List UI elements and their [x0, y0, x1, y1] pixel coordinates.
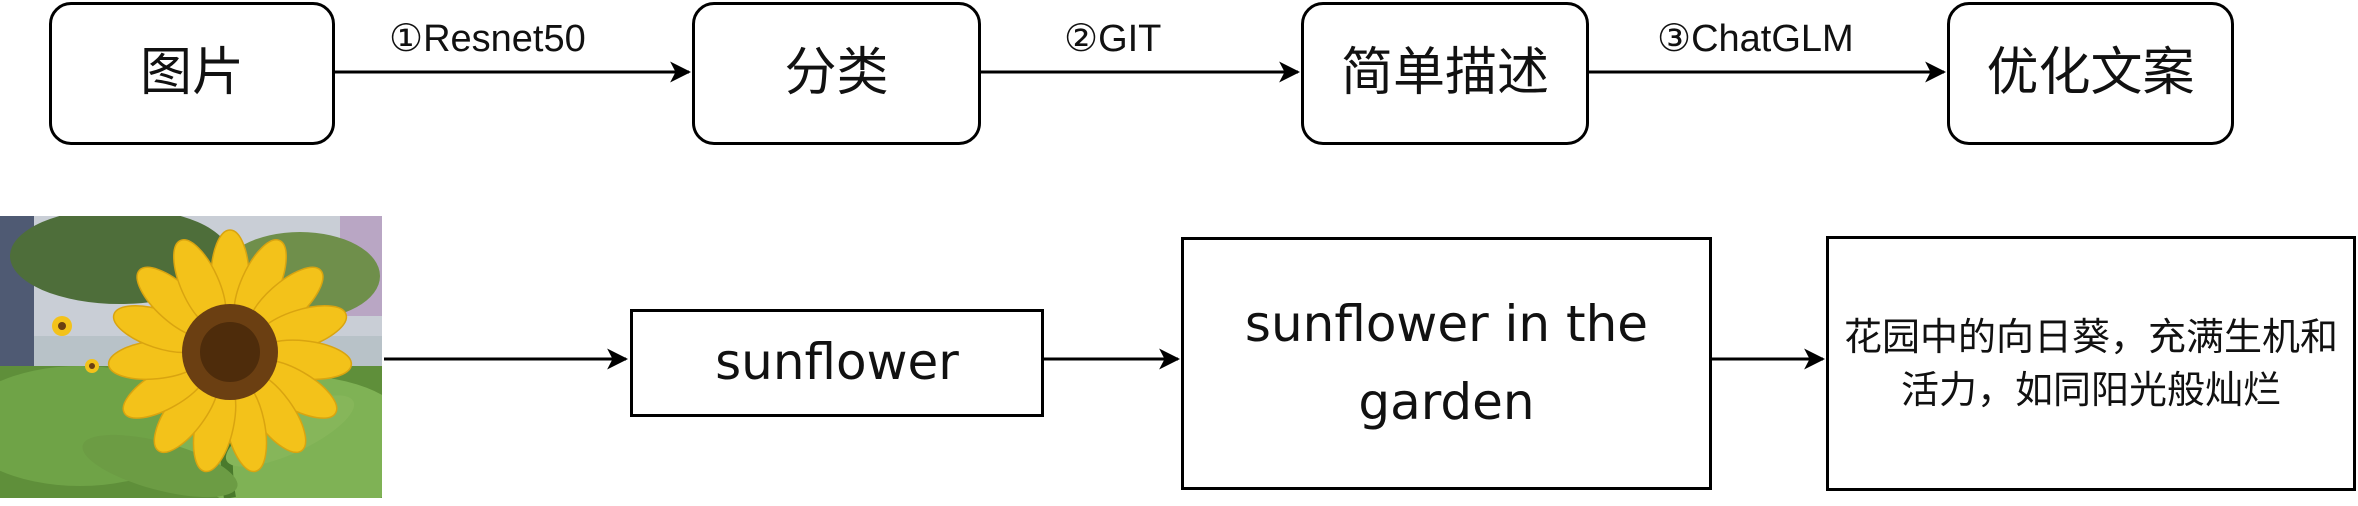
stage-refine: 优化文案 [1947, 2, 2234, 145]
edge-label-resnet50: ①Resnet50 [389, 18, 586, 60]
description-result: sunflower in the garden [1181, 237, 1712, 490]
stage-refine-label: 优化文案 [1986, 42, 2195, 103]
sunflower-photo [0, 216, 382, 498]
copywriting-result-text: 花园中的向日葵，充满生机和活力，如同阳光般灿烂 [1843, 314, 2338, 412]
stage-image: 图片 [49, 2, 335, 145]
stage-describe: 简单描述 [1301, 2, 1589, 145]
copywriting-result: 花园中的向日葵，充满生机和活力，如同阳光般灿烂 [1826, 236, 2356, 491]
sunflower-illustration [0, 216, 382, 498]
description-result-text: sunflower in the garden [1244, 295, 1649, 431]
stage-describe-label: 简单描述 [1340, 42, 1549, 103]
stage-classify-label: 分类 [784, 42, 889, 103]
edge-label-chatglm: ③ChatGLM [1657, 18, 1854, 60]
edge-label-git: ②GIT [1064, 18, 1162, 60]
stage-classify: 分类 [692, 2, 981, 145]
classification-result-text: sunflower [715, 333, 959, 392]
classification-result: sunflower [630, 309, 1044, 417]
stage-image-label: 图片 [139, 42, 244, 103]
